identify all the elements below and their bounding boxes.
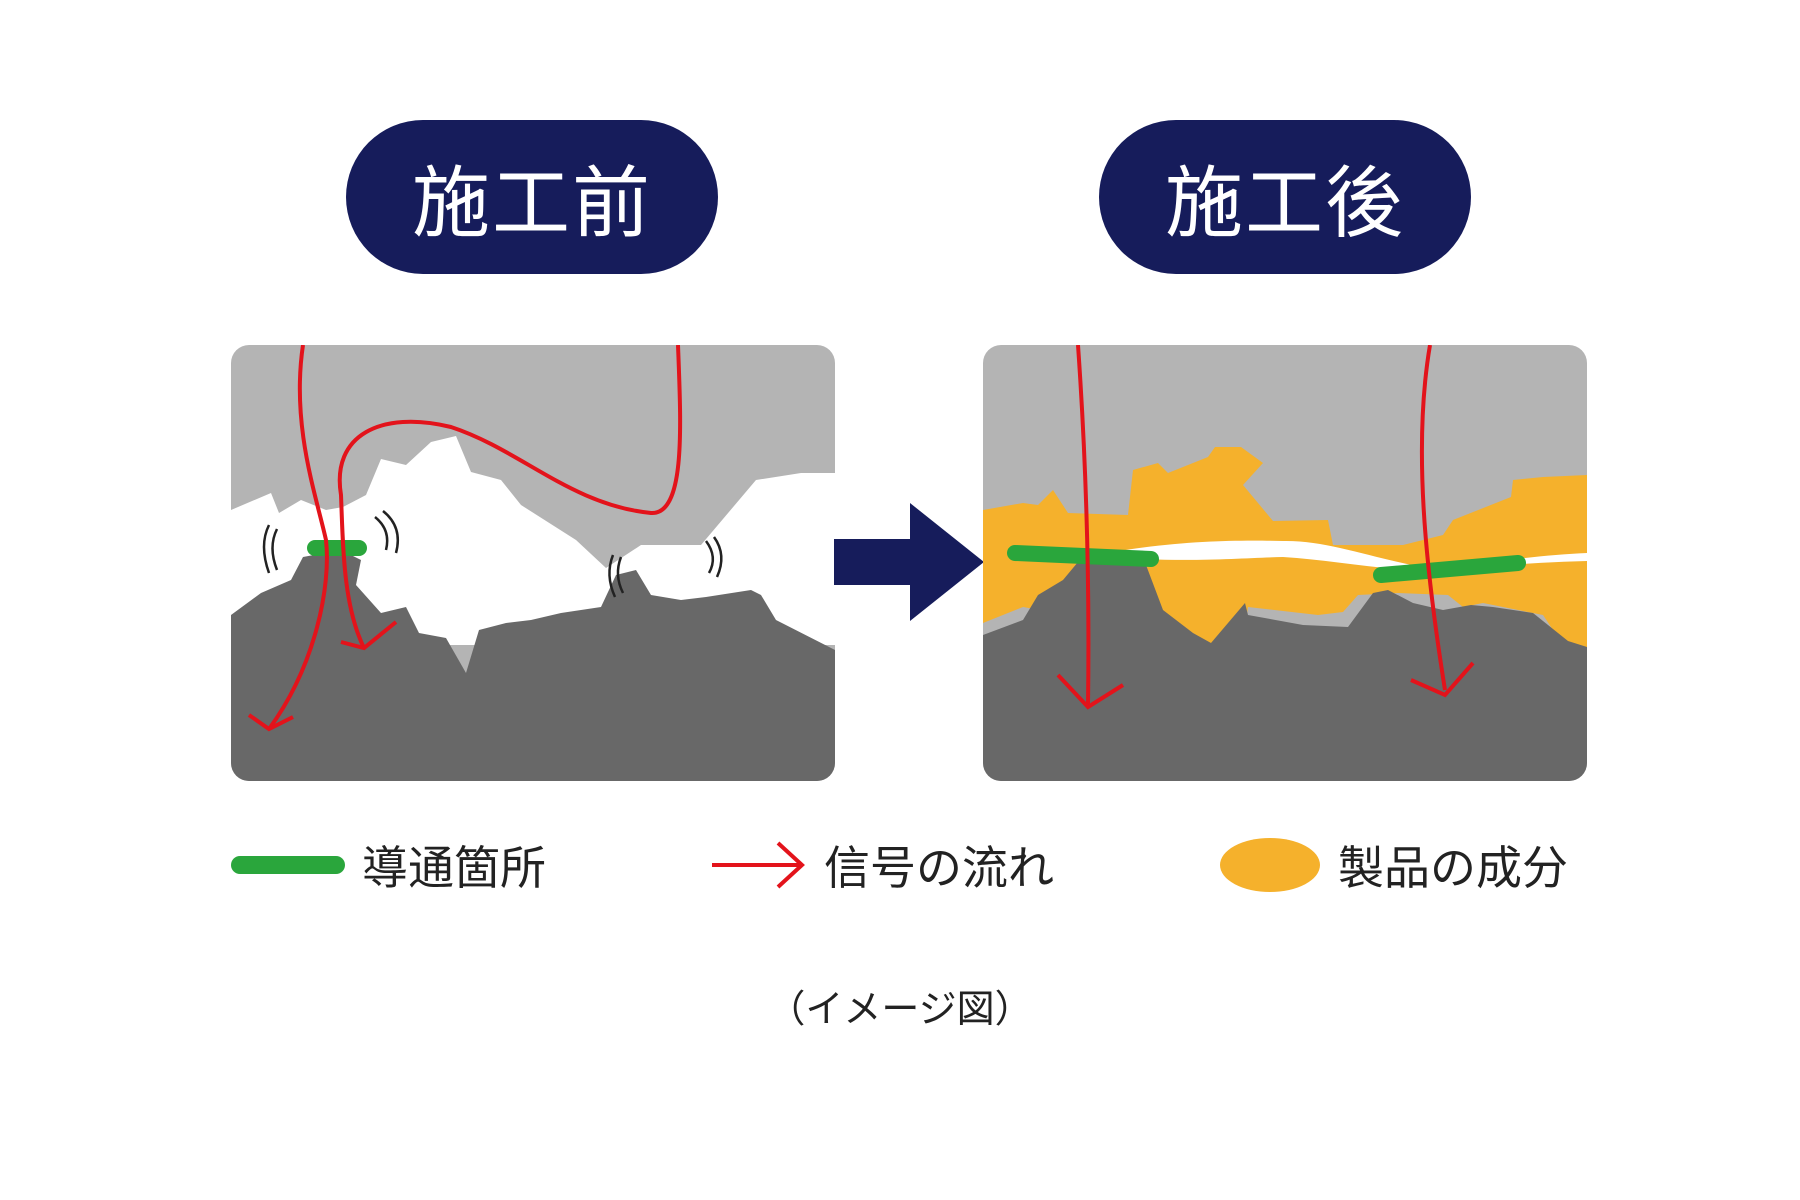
gap-region — [231, 436, 835, 645]
legend-conduction: 導通箇所 — [230, 830, 546, 900]
title-before-text: 施工前 — [411, 159, 652, 249]
before-diagram — [231, 345, 835, 781]
vibration-arc-icon — [262, 510, 723, 598]
lower-layer — [983, 557, 1587, 781]
after-diagram — [983, 345, 1587, 781]
legend-signal: 信号の流れ — [708, 830, 1054, 900]
red-arrow-icon — [712, 841, 805, 889]
title-before: 施工前 — [346, 120, 718, 274]
transition-arrow-icon — [834, 503, 984, 621]
lower-layer — [231, 550, 835, 781]
signal-flow-after-2 — [1419, 345, 1447, 691]
signal-arrowhead-before-2 — [340, 620, 398, 651]
conduction-point — [1373, 555, 1526, 583]
signal-flow-before-1 — [267, 345, 329, 731]
signal-arrowhead-after-1 — [1056, 673, 1125, 710]
caption: （イメージ図） — [767, 987, 1033, 1031]
green-bar-icon — [231, 856, 345, 874]
title-after-text: 施工後 — [1164, 159, 1405, 249]
signal-flow-after-1 — [1076, 345, 1091, 706]
legend-component: 製品の成分 — [1218, 830, 1568, 900]
orange-ellipse-icon — [1220, 838, 1320, 892]
signal-flow-before-2 — [337, 345, 683, 649]
legend-signal-label: 信号の流れ — [824, 841, 1054, 895]
title-after: 施工後 — [1099, 120, 1471, 274]
conduction-point — [1007, 545, 1159, 567]
legend-component-label: 製品の成分 — [1338, 841, 1568, 895]
signal-arrowhead-before-1 — [247, 713, 294, 732]
gap-region — [1113, 540, 1587, 571]
signal-arrowhead-after-2 — [1410, 661, 1475, 698]
legend-conduction-label: 導通箇所 — [362, 841, 546, 895]
